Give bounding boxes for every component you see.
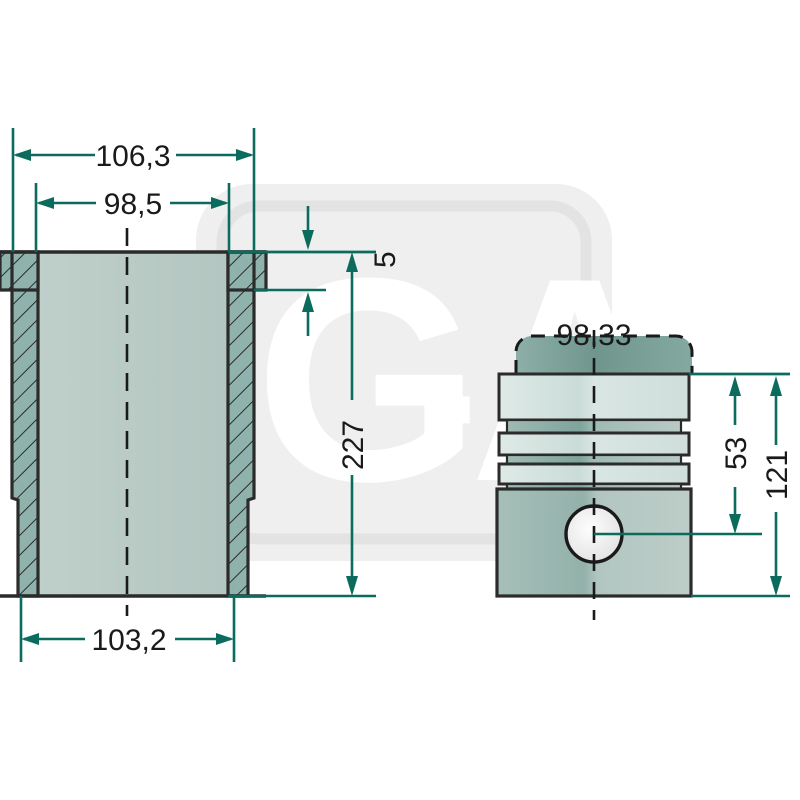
arrowhead-left bbox=[21, 633, 39, 645]
arrowhead-right bbox=[236, 149, 254, 161]
piston-crown-dashed-outline bbox=[514, 334, 694, 374]
dimension-98-33: 98,33 bbox=[556, 319, 631, 352]
dimension-label-227: 227 bbox=[337, 420, 370, 470]
watermark-text-g: G bbox=[255, 218, 481, 542]
dimension-layer: 106,3 98,5 5 bbox=[11, 128, 794, 662]
dimension-label-53: 53 bbox=[720, 437, 753, 470]
dimension-label-5: 5 bbox=[369, 251, 402, 268]
dimension-label-98-33: 98,33 bbox=[556, 319, 631, 352]
piston-crown bbox=[516, 336, 692, 374]
dimension-121: 121 bbox=[689, 372, 794, 598]
dimension-103-2: 103,2 bbox=[19, 596, 236, 662]
dimension-label-106-3: 106,3 bbox=[95, 140, 170, 173]
liner-wall-left bbox=[0, 250, 40, 598]
liner-bore-fill bbox=[38, 252, 228, 596]
dimension-label-121: 121 bbox=[761, 450, 794, 500]
piston-part bbox=[495, 330, 694, 620]
arrowhead-down bbox=[770, 576, 782, 596]
dimension-98-5: 98,5 bbox=[34, 183, 231, 252]
arrowhead-up bbox=[729, 376, 741, 396]
arrowhead-left bbox=[36, 197, 54, 209]
arrowhead-down bbox=[302, 230, 314, 250]
cylinder-liner-part bbox=[0, 228, 268, 616]
arrowhead-left bbox=[13, 149, 31, 161]
arrowhead-right bbox=[211, 197, 229, 209]
dimension-label-98-5: 98,5 bbox=[104, 188, 162, 221]
dimension-106-3: 106,3 bbox=[11, 128, 256, 252]
arrowhead-up bbox=[346, 252, 358, 272]
dimension-label-103-2: 103,2 bbox=[91, 624, 166, 657]
arrowhead-up bbox=[770, 376, 782, 396]
arrowhead-down bbox=[346, 576, 358, 596]
arrowhead-down bbox=[729, 514, 741, 534]
arrowhead-up bbox=[302, 292, 314, 312]
watermark-text-dot: · bbox=[432, 308, 492, 509]
dimension-227: 227 bbox=[228, 250, 376, 598]
arrowhead-right bbox=[216, 633, 234, 645]
